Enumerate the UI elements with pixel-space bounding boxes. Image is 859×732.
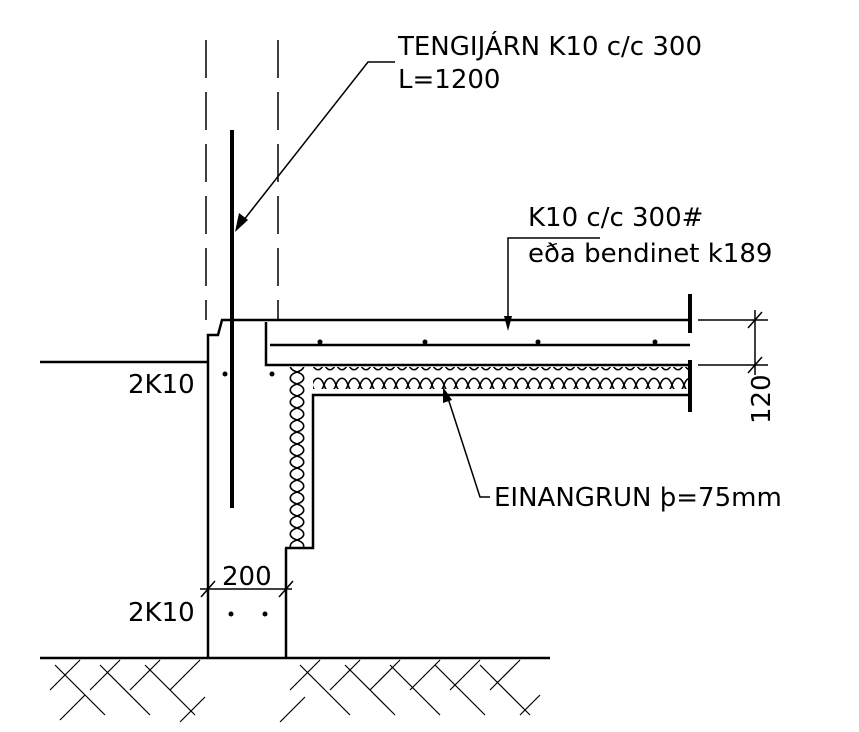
tie-bars-label: TENGIJÁRN K10 c/c 300 bbox=[397, 30, 702, 62]
floor-slab bbox=[264, 322, 690, 550]
soil-hatch bbox=[49, 659, 541, 723]
rebar-dots bbox=[222, 339, 658, 617]
tie-bar-length-label: L=1200 bbox=[398, 65, 500, 95]
slab-thickness-label: 120 bbox=[747, 374, 777, 424]
slab-rebar-label: K10 c/c 300# bbox=[528, 203, 703, 233]
foundation-wall bbox=[206, 318, 690, 658]
rebar-lower-label: 2K10 bbox=[128, 598, 195, 628]
rebar-upper-label: 2K10 bbox=[128, 370, 195, 400]
leader-lines bbox=[242, 61, 600, 498]
insulation-horizontal bbox=[313, 367, 691, 389]
wall-width-dimension bbox=[200, 580, 294, 598]
wall-width-label: 200 bbox=[222, 562, 272, 592]
slab-rebar-alt-label: eða bendinet k189 bbox=[528, 239, 772, 269]
insulation-vertical bbox=[288, 367, 310, 547]
insulation-label: EINANGRUN þ=75mm bbox=[494, 483, 782, 513]
leader-arrowheads bbox=[235, 213, 512, 403]
wall-above-dashed-lines bbox=[205, 40, 279, 320]
slab-thickness-dimension bbox=[698, 310, 768, 375]
